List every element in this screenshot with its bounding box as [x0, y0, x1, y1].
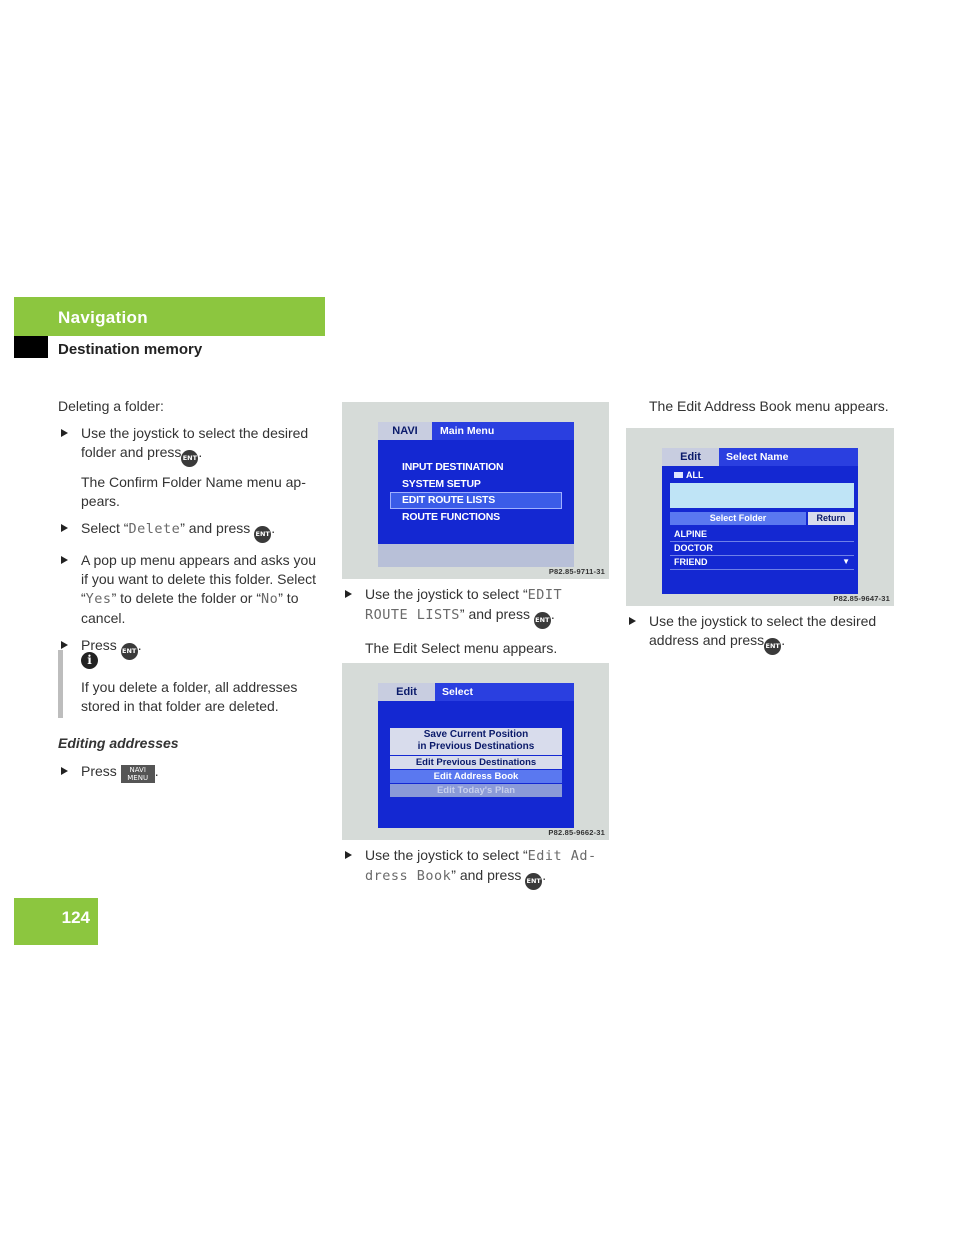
image-caption: P82.85-9647-31	[833, 594, 890, 603]
page-number-block: 124	[14, 898, 98, 945]
page-number: 124	[61, 908, 90, 927]
menu-item-edit-route-lists: EDIT ROUTE LISTS	[402, 494, 496, 506]
column-2-step-2: Use the joystick to select “Edit Ad-dres…	[342, 846, 608, 890]
ent-button-icon: ENT	[254, 526, 272, 543]
menu-item-route-functions: ROUTE FUNCTIONS	[402, 511, 500, 523]
ent-button-icon: ENT	[120, 643, 138, 660]
name-entry-field	[670, 483, 854, 508]
ent-button-icon: ENT	[525, 873, 543, 890]
step-select-delete: Select “Delete” and press ENT.	[58, 519, 326, 543]
screen-title: Select Name	[726, 451, 789, 463]
section-header: Navigation	[14, 297, 325, 336]
step-note: The Edit Select menu appears.	[365, 640, 558, 656]
step-press-ent: Press ENT.	[58, 636, 326, 660]
list-item: DOCTOR	[674, 543, 713, 553]
tab-edit: Edit	[378, 683, 435, 701]
screen-title: Main Menu	[440, 425, 495, 437]
info-note: i If you delete a folder, all addresses …	[58, 650, 326, 718]
scroll-down-icon: ▼	[842, 557, 850, 566]
menu-item-edit-address-book: Edit Address Book	[390, 770, 562, 783]
screen-title: Select	[442, 686, 473, 698]
ent-button-icon: ENT	[533, 612, 551, 629]
step-select-edit-address-book: Use the joystick to select “Edit Ad-dres…	[342, 846, 608, 890]
tab-edit: Edit	[662, 448, 719, 466]
section-marker	[14, 336, 48, 358]
screenshot-main-menu: NAVI Main Menu INPUT DESTINATION SYSTEM …	[342, 402, 609, 579]
intro-text: The Edit Address Book menu appears.	[649, 398, 889, 414]
menu-item-system-setup: SYSTEM SETUP	[402, 478, 481, 490]
section-title: Navigation	[58, 308, 148, 327]
step-confirm-delete: A pop up menu appears and asks you if yo…	[58, 551, 326, 628]
subsection-title: Destination memory	[58, 341, 203, 358]
folder-icon	[674, 472, 683, 478]
intro-text: Deleting a folder:	[58, 398, 164, 414]
screenshot-edit-address-book: Edit Select Name ALL Select Folder Retur…	[626, 428, 894, 606]
list-item: FRIEND	[674, 557, 708, 567]
editing-addresses-heading: Editing addresses	[58, 735, 179, 751]
return-button: Return	[808, 512, 854, 525]
menu-item-edit-todays-plan: Edit Today's Plan	[390, 784, 562, 797]
step-note: The Confirm Folder Name menu ap-pears.	[81, 474, 306, 509]
menu-item-edit-previous: Edit Previous Destinations	[390, 756, 562, 769]
menu-highlight	[390, 492, 562, 509]
step-select-folder: Use the joystick to select the desired f…	[58, 424, 326, 467]
info-icon: i	[81, 652, 98, 669]
note-text: If you delete a folder, all addresses st…	[81, 679, 298, 714]
screen-footer	[378, 544, 574, 567]
step-select-address: Use the joystick to select the desired a…	[626, 612, 896, 655]
address-book-screen: Edit Select Name ALL Select Folder Retur…	[662, 448, 858, 594]
list-item: ALPINE	[674, 529, 708, 539]
image-caption: P82.85-9662-31	[548, 828, 605, 837]
tab-navi: NAVI	[378, 422, 432, 440]
select-folder-button: Select Folder	[670, 512, 806, 525]
note-bar	[58, 650, 63, 718]
column-1: Deleting a folder: Use the joystick to s…	[58, 397, 326, 660]
ent-button-icon: ENT	[181, 450, 199, 467]
navi-screen: NAVI Main Menu INPUT DESTINATION SYSTEM …	[378, 422, 574, 567]
image-caption: P82.85-9711-31	[548, 567, 605, 576]
ent-button-icon: ENT	[764, 638, 782, 655]
column-3: The Edit Address Book menu appears.	[626, 397, 896, 416]
menu-item-input-destination: INPUT DESTINATION	[402, 461, 504, 473]
column-3-step: Use the joystick to select the desired a…	[626, 612, 896, 655]
folder-label: ALL	[674, 470, 704, 480]
